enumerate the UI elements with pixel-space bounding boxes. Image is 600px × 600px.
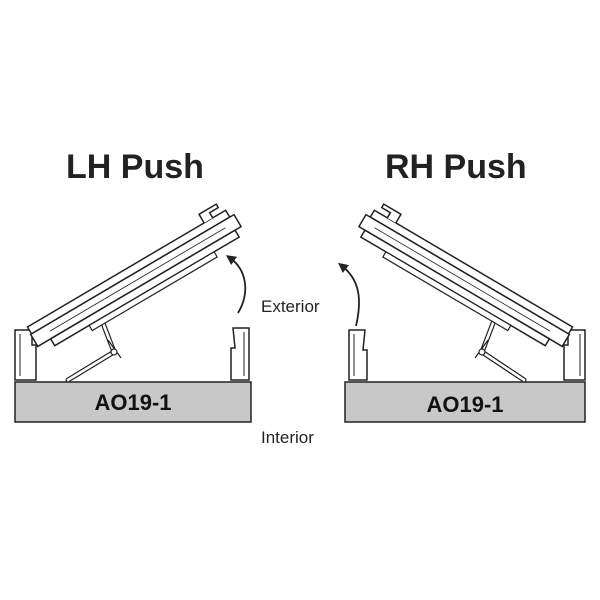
- rh-frame-code: AO19-1: [426, 392, 503, 417]
- exterior-label: Exterior: [261, 297, 320, 316]
- lh-push-title: LH Push: [66, 148, 204, 186]
- lh-swing-arrow-icon: [225, 255, 247, 314]
- interior-label: Interior: [261, 428, 314, 447]
- rh-push-unit: [338, 203, 586, 423]
- rh-operator-arm: [474, 315, 527, 383]
- rh-swing-arrow-icon: [338, 262, 360, 327]
- lh-push-unit: AO19-1: [14, 203, 252, 423]
- rh-left-jamb: [348, 329, 368, 381]
- rh-frame-base: [344, 381, 586, 423]
- lh-frame-base: [14, 381, 252, 423]
- rh-sash: [357, 203, 574, 348]
- rh-push-title: RH Push: [385, 148, 527, 186]
- lh-sash: [26, 203, 243, 348]
- rh-handle: [380, 203, 403, 224]
- lh-handle: [197, 203, 220, 224]
- lh-frame-code: AO19-1: [94, 390, 171, 415]
- lh-right-jamb: [230, 327, 250, 381]
